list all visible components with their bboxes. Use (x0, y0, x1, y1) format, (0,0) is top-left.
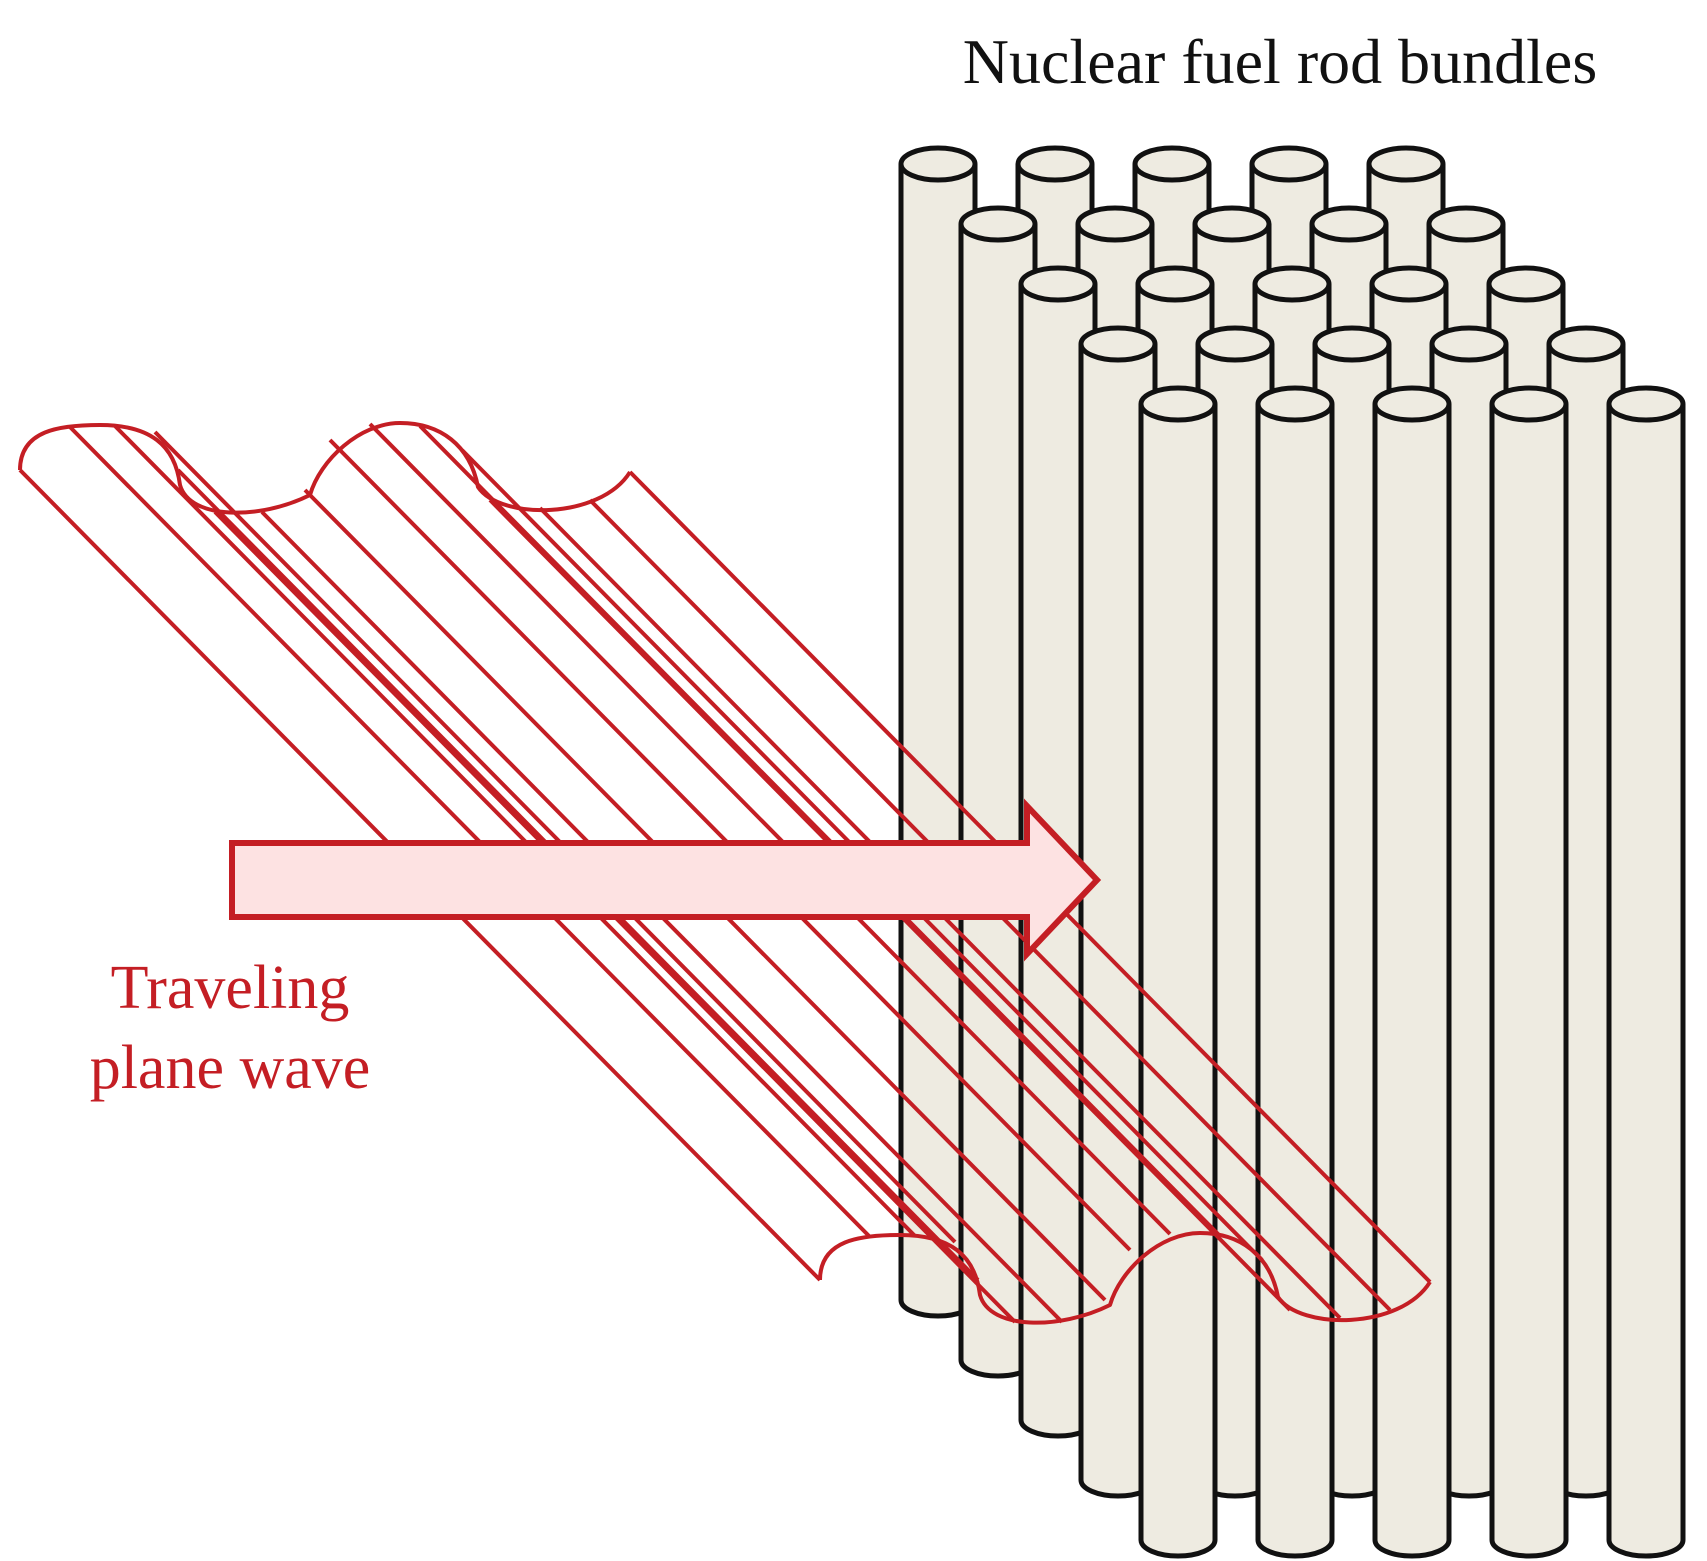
wave-line (418, 424, 1222, 1238)
wave-label-line2: plane wave (90, 1034, 371, 1102)
propagation-arrow (229, 798, 1102, 962)
wave-label-line1: Traveling (111, 954, 350, 1022)
plane-wave (18, 421, 1432, 1325)
wave-line (68, 425, 872, 1239)
wave-line (153, 430, 957, 1244)
fuel-rod (1138, 385, 1218, 1559)
fuel-rod (1489, 385, 1569, 1559)
fuel-rod (1255, 385, 1335, 1559)
fuel-rod (1606, 385, 1686, 1559)
fuel-rod (1372, 385, 1452, 1559)
wave-line (368, 422, 1172, 1236)
wave-line (113, 424, 917, 1238)
diagram-title: Nuclear fuel rod bundles (963, 26, 1597, 97)
fuel-rod-bundle (898, 145, 1686, 1559)
